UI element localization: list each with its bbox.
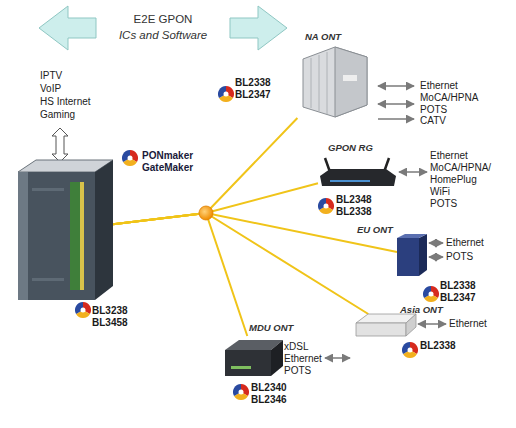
ont-device-part xyxy=(406,314,416,336)
chip-name: BL3238 BL3458 xyxy=(92,305,128,329)
software-label: GateMaker xyxy=(142,162,193,174)
interface-label: POTS xyxy=(284,365,311,377)
ont-device: MDU ONTBL2340 BL2346 xyxy=(225,336,283,376)
company-logo xyxy=(233,384,249,400)
interface-label: POTS xyxy=(446,251,473,263)
device-name: Asia ONT xyxy=(400,304,443,316)
ont-device: GPON RGBL2348 BL2338 xyxy=(318,158,396,188)
device-name: GPON RG xyxy=(328,142,373,154)
ont-device-art xyxy=(295,45,370,118)
olt-chassis: BL3238 BL3458 xyxy=(18,160,113,300)
fiber-line xyxy=(113,118,297,224)
company-logo xyxy=(423,286,439,302)
ont-device-art xyxy=(318,158,396,188)
ont-device-part xyxy=(319,55,320,111)
banner-text: E2E GPON xyxy=(96,12,230,26)
banner-arrow-art xyxy=(38,4,288,52)
olt-chassis-art xyxy=(18,160,113,300)
device-name: EU ONT xyxy=(357,224,393,236)
ont-device-part xyxy=(330,180,370,182)
interface-label: CATV xyxy=(420,115,446,127)
olt-chassis-part xyxy=(95,160,113,300)
ont-device: EU ONTBL2338 BL2347 xyxy=(397,234,427,276)
interface-label: MoCA/HPNA/ HomePlug xyxy=(430,162,491,186)
olt-chassis-part xyxy=(70,182,80,290)
interface-label: Ethernet xyxy=(430,150,468,162)
olt-chassis-part xyxy=(80,182,84,290)
chip-name: BL2338 xyxy=(420,340,456,352)
interface-label: WiFi xyxy=(430,186,450,198)
company-logo xyxy=(318,198,334,214)
interface-arrow xyxy=(378,103,414,105)
service-label: VoIP xyxy=(40,83,61,95)
interface-label: POTS xyxy=(430,198,457,210)
chip-name: BL2338 BL2347 xyxy=(235,77,271,101)
banner-arrow: E2E GPON ICs and Software xyxy=(38,4,288,52)
ont-device-part xyxy=(343,75,357,81)
interface-arrow xyxy=(399,171,427,173)
interface-arrow xyxy=(429,242,443,244)
ont-device: NA ONTBL2338 BL2347 xyxy=(295,45,370,118)
banner-text: ICs and Software xyxy=(96,28,230,42)
chip-name: BL2340 BL2346 xyxy=(251,382,287,406)
ont-device: Asia ONTBL2338 xyxy=(356,314,416,336)
device-name: MDU ONT xyxy=(249,322,293,334)
interface-label: Ethernet xyxy=(284,353,322,365)
ont-device-part xyxy=(397,238,419,276)
interface-arrow xyxy=(378,85,414,87)
ont-device-part xyxy=(419,234,427,276)
ont-device-part xyxy=(303,47,367,117)
ont-device-part xyxy=(356,323,406,336)
interface-arrow xyxy=(378,118,414,120)
company-logo xyxy=(75,302,91,318)
ont-device-part xyxy=(335,47,367,117)
service-arrow xyxy=(52,128,68,162)
ont-device-part xyxy=(320,169,396,186)
olt-chassis-part xyxy=(32,278,64,281)
ont-device-art xyxy=(225,336,283,376)
ont-device-part xyxy=(231,366,251,369)
ont-device-part xyxy=(271,340,283,376)
olt-chassis-part xyxy=(18,172,28,300)
chip-name: BL2338 BL2347 xyxy=(440,280,476,304)
interface-label: xDSL xyxy=(284,341,308,353)
interface-arrow xyxy=(429,256,443,258)
ont-device-art xyxy=(397,234,427,276)
banner-arrow-part xyxy=(39,6,96,50)
interface-label: Ethernet xyxy=(420,80,458,92)
olt-chassis-part xyxy=(18,172,95,300)
interface-label: POTS xyxy=(420,104,447,116)
ont-device-art xyxy=(356,314,416,336)
device-name: NA ONT xyxy=(305,31,341,43)
banner-arrow-part xyxy=(230,6,287,50)
fiber-line xyxy=(113,213,397,252)
service-label: HS Internet xyxy=(40,96,91,108)
service-label: Gaming xyxy=(40,109,75,121)
ont-device-part xyxy=(311,58,312,108)
interface-label: Ethernet xyxy=(446,237,484,249)
fiber-line xyxy=(113,213,368,314)
olt-chassis-part xyxy=(32,188,64,191)
ont-device-part xyxy=(225,350,271,376)
interface-arrow xyxy=(325,357,350,359)
interface-arrow xyxy=(418,323,446,325)
fiber-line xyxy=(113,213,247,336)
ont-device-part xyxy=(327,52,328,114)
chip-name: BL2348 BL2338 xyxy=(336,194,372,218)
interface-label: MoCA/HPNA xyxy=(420,92,478,104)
service-label: IPTV xyxy=(40,70,62,82)
ont-device-part xyxy=(397,234,427,238)
splitter-dot xyxy=(199,206,213,220)
fiber-line xyxy=(113,183,318,224)
interface-label: Ethernet xyxy=(449,318,487,330)
software-label: PONmaker xyxy=(142,150,193,162)
company-logo xyxy=(218,86,234,102)
company-logo xyxy=(402,342,418,358)
company-logo xyxy=(122,150,138,166)
